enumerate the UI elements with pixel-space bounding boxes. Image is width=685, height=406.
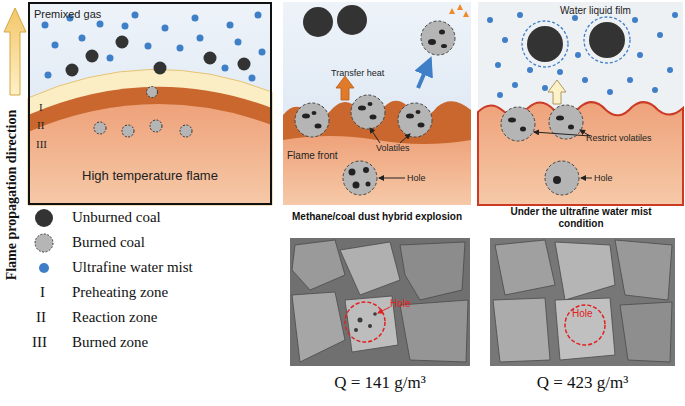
legend-sample	[35, 234, 53, 252]
legend-text: Ultrafine water mist	[72, 259, 193, 276]
legend-text: Preheating zone	[72, 284, 168, 301]
panel-text: III	[36, 138, 47, 151]
legend-swatch	[39, 263, 49, 273]
figure-label: Q = 423 g/m³	[490, 373, 675, 393]
figure-label: Flame propagation direction	[4, 85, 20, 305]
figure-label: Hole	[572, 308, 593, 320]
figure-label: Q = 141 g/m³	[290, 373, 470, 393]
panel-text: Hole	[407, 173, 426, 183]
legend-swatch	[35, 209, 53, 227]
figure-label: Under the ultrafine water mist condition	[492, 206, 670, 229]
legend-text: Burned coal	[72, 234, 145, 251]
panel-text: Water liquid film	[560, 5, 631, 17]
panel-text: High temperature flame	[30, 169, 270, 184]
panel-text: Hole	[594, 173, 613, 183]
diagram-panel: Premixed gasIIIIIIHigh temperature flame	[28, 2, 272, 205]
panel-text: II	[37, 119, 44, 132]
panel-text: Transfer heat	[331, 68, 384, 78]
figure-label: Methane/coal dust hybrid explosion	[283, 211, 471, 223]
figure-label: III	[32, 334, 47, 351]
legend-text: Reaction zone	[72, 309, 157, 326]
legend-text: Burned zone	[72, 334, 148, 351]
panel-text: Restrict volatiles	[586, 133, 652, 143]
figure-label: I	[40, 284, 45, 301]
figure-label: II	[36, 309, 46, 326]
legend-text: Unburned coal	[72, 209, 161, 226]
panel-text: Premixed gas	[34, 8, 101, 21]
diagram-panel: Transfer heatVolatilesFlame frontHole	[283, 2, 471, 205]
panel-text: Flame front	[287, 150, 338, 162]
diagram-panel: Water liquid filmRestrict volatilesHole	[478, 2, 683, 205]
figure-label: Hole	[390, 298, 411, 310]
panel-text: I	[39, 101, 43, 114]
panel-text: Volatiles	[376, 143, 410, 153]
